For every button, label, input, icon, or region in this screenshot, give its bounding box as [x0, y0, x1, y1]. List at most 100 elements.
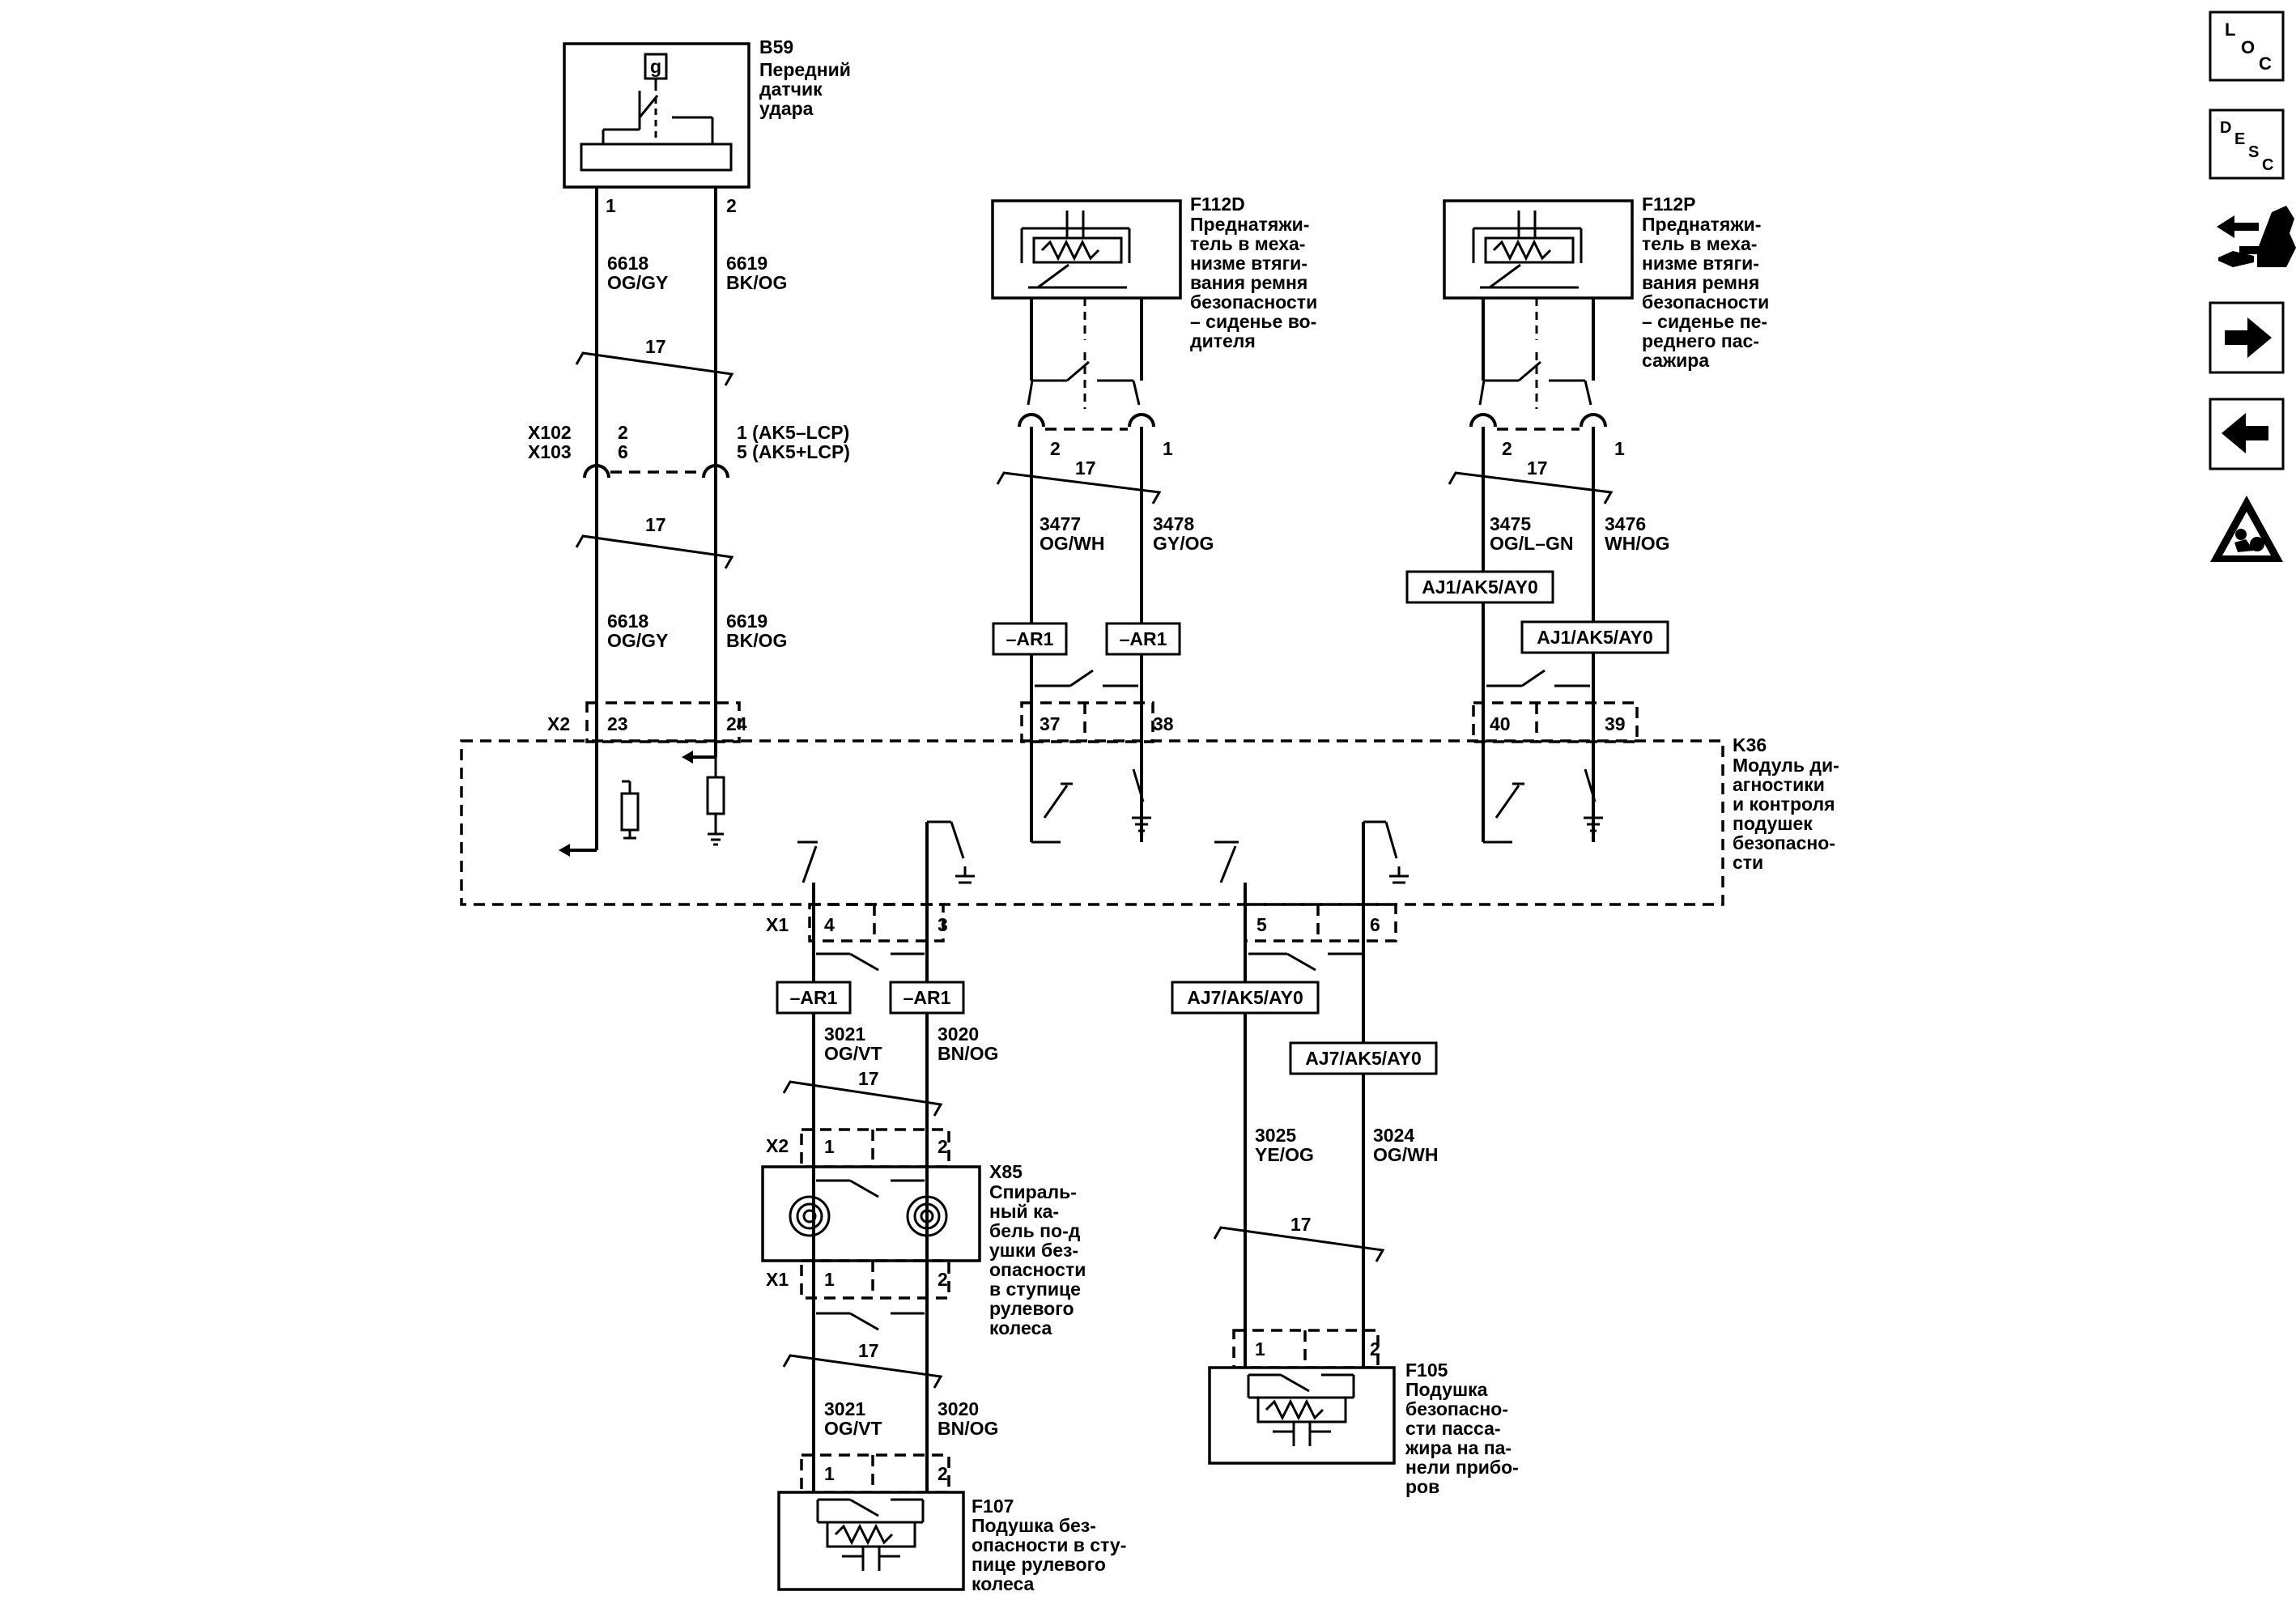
option-aj7-3024: AJ7/AK5/AY0 — [1305, 1048, 1422, 1069]
f112d-name-3: низме втяги- — [1190, 253, 1307, 274]
wire-3024-num: 3024 — [1373, 1125, 1414, 1146]
k36-pin-24: 24 — [726, 713, 747, 734]
k36-pin-3: 3 — [938, 914, 948, 935]
x85-id: X85 — [989, 1161, 1023, 1182]
wire-3021-color: OG/VT — [824, 1043, 882, 1064]
wire-3475-color: OG/L–GN — [1490, 533, 1574, 554]
loc-letter-o: O — [2241, 37, 2255, 57]
previous-page-button[interactable] — [2209, 398, 2285, 470]
wire-6619-color: BK/OG — [726, 272, 787, 293]
f107-pin-1: 1 — [824, 1463, 835, 1484]
twist-17-f112d: 17 — [1075, 457, 1096, 479]
b59-pin-1: 1 — [606, 195, 616, 216]
x85-name-3: бель по-д — [989, 1220, 1081, 1241]
b59-id: B59 — [759, 36, 793, 57]
x85-x1-pin-1: 1 — [824, 1269, 835, 1290]
b59-pin-2: 2 — [726, 195, 737, 216]
f112p-name-6: – сиденье пе- — [1642, 311, 1767, 332]
wire-3020-num: 3020 — [938, 1023, 979, 1045]
f112p-name-5: безопасности — [1642, 291, 1769, 313]
x85-name-4: ушки без- — [989, 1240, 1078, 1261]
f107-name-2: опасности в сту- — [972, 1534, 1126, 1555]
airbag-warning-icon[interactable] — [2210, 496, 2283, 562]
wire-3025-color: YE/OG — [1255, 1144, 1314, 1165]
wire-6619-num-2: 6619 — [726, 611, 767, 632]
k36-name-4: подушек — [1733, 813, 1813, 834]
arrow-right-icon — [2225, 317, 2272, 358]
k36-name-2: агностики — [1733, 774, 1825, 795]
x85-name-6: в ступице — [989, 1279, 1081, 1300]
k36-name-5: безопасно- — [1733, 832, 1835, 853]
f112d-id: F112D — [1190, 194, 1245, 215]
loc-letter-c: C — [2259, 53, 2272, 74]
wire-6619-num: 6619 — [726, 253, 767, 274]
k36-module: K36 Модуль ди- агностики и контроля поду… — [460, 701, 1839, 943]
wire-3475-num: 3475 — [1490, 513, 1531, 534]
option-ar1-3021: –AR1 — [790, 987, 838, 1008]
connector-wrench-icon[interactable] — [2217, 206, 2296, 267]
wire-6618-num-2: 6618 — [607, 611, 648, 632]
clockspring-coil-left — [789, 1195, 831, 1237]
x85-name-1: Спираль- — [989, 1181, 1077, 1202]
twist-17-b59-bottom: 17 — [645, 514, 666, 535]
wire-3025-num: 3025 — [1255, 1125, 1296, 1146]
next-page-button[interactable] — [2209, 301, 2285, 374]
f112p-name-7: реднего пас- — [1642, 330, 1759, 351]
loc-button[interactable]: L O C — [2209, 11, 2285, 82]
f105-id: F105 — [1405, 1360, 1448, 1381]
f112p-name-1: Преднатяжи- — [1642, 214, 1761, 235]
steering-airbag-circuit: –AR1 –AR1 3021 OG/VT 3020 BN/OG 17 X2 1 … — [761, 883, 1126, 1594]
wire-3024-color: OG/WH — [1373, 1144, 1439, 1165]
option-ar1-3477: –AR1 — [1006, 628, 1054, 649]
x85-x1-pin-2: 2 — [938, 1269, 948, 1290]
f107-name-1: Подушка без- — [972, 1515, 1096, 1536]
f107-pin-2: 2 — [938, 1463, 948, 1484]
f105-name-3: сти пасса- — [1405, 1418, 1501, 1439]
b59-sensor: g B59 Передний датчик удара 1 2 — [563, 36, 851, 216]
x103-pin-6: 6 — [618, 441, 628, 462]
wire-3476-num: 3476 — [1605, 513, 1646, 534]
f105-name-4: жира на па- — [1405, 1437, 1512, 1458]
twist-17-f112p: 17 — [1527, 457, 1548, 479]
k36-pin-5: 5 — [1256, 914, 1267, 935]
f112p-name-2: тель в меха- — [1642, 233, 1757, 254]
x103-pin-5: 5 (AK5+LCP) — [737, 441, 850, 462]
desc-letter-s: S — [2248, 143, 2259, 161]
arrow-left-icon — [2222, 413, 2268, 453]
f112p-pin-1: 1 — [1614, 438, 1625, 459]
x102-pin-1: 1 (AK5–LCP) — [737, 422, 849, 443]
x85-name-8: колеса — [989, 1317, 1052, 1338]
wire-3477-num: 3477 — [1040, 513, 1081, 534]
f112d-pin-1: 1 — [1163, 438, 1173, 459]
x102-pin-2: 2 — [618, 422, 628, 443]
k36-pin-6: 6 — [1370, 914, 1380, 935]
wire-6618-color: OG/GY — [607, 272, 668, 293]
x85-name-2: ный ка- — [989, 1201, 1059, 1222]
wire-3021-num-2: 3021 — [824, 1398, 865, 1419]
b59-name-1: Передний — [759, 59, 851, 80]
k36-name-1: Модуль ди- — [1733, 755, 1839, 776]
desc-letter-e: E — [2234, 130, 2245, 148]
conn-x103: X103 — [528, 441, 572, 462]
wire-3020-color: BN/OG — [938, 1043, 998, 1064]
desc-button[interactable]: D E S C — [2209, 109, 2285, 180]
desc-letter-d: D — [2220, 119, 2231, 137]
wire-3477-color: OG/WH — [1040, 533, 1105, 554]
f112d-name-5: безопасности — [1190, 291, 1317, 313]
b59-name-2: датчик — [759, 79, 823, 100]
f112d-name-4: вания ремня — [1190, 272, 1307, 293]
b59-wires: 6618 OG/GY 6619 BK/OG 17 X102 X103 2 6 1… — [528, 187, 850, 850]
k36-pin-4: 4 — [824, 914, 835, 935]
f105-pin-2: 2 — [1370, 1338, 1380, 1360]
f112p-name-8: сажира — [1642, 350, 1709, 371]
option-aj1-3475: AJ1/AK5/AY0 — [1422, 577, 1538, 598]
option-ar1-3020: –AR1 — [904, 987, 951, 1008]
f107-name-3: пице рулевого — [972, 1554, 1106, 1575]
f112d-name-7: дителя — [1190, 330, 1256, 351]
clockspring-coil-right — [906, 1195, 948, 1237]
b59-name-3: удара — [759, 98, 814, 119]
k36-x2-label: X2 — [547, 713, 570, 734]
f107-id: F107 — [972, 1496, 1014, 1517]
option-aj1-3476: AJ1/AK5/AY0 — [1537, 627, 1653, 648]
